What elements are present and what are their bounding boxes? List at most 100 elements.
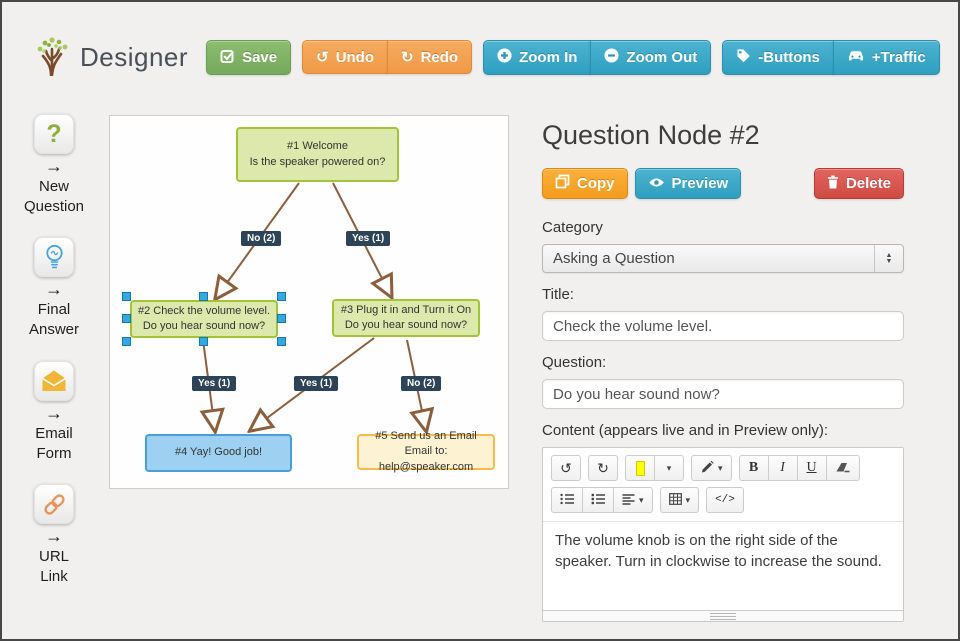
category-selected-value: Asking a Question xyxy=(553,250,675,267)
italic-button[interactable]: I xyxy=(767,455,798,481)
table-icon xyxy=(668,492,682,508)
email-icon[interactable] xyxy=(34,361,74,401)
format-pen-dropdown[interactable]: ▾ xyxy=(691,455,732,481)
zoom-out-icon xyxy=(604,47,619,67)
palette-label: Question xyxy=(23,198,85,215)
highlight-color-dropdown[interactable]: ▾ xyxy=(654,455,684,481)
flowchart-canvas[interactable]: #1 Welcome Is the speaker powered on? #2… xyxy=(109,115,509,489)
code-view-button[interactable]: </> xyxy=(706,487,744,513)
redo-icon: ↻ xyxy=(401,49,414,66)
preview-button[interactable]: Preview xyxy=(634,168,742,199)
palette-item-new-question[interactable]: ? → New Question xyxy=(2,114,106,217)
underline-button[interactable]: U xyxy=(796,455,827,481)
redo-icon: ↻ xyxy=(597,459,609,476)
numbered-list-icon xyxy=(591,492,605,508)
flow-node-4[interactable]: #4 Yay! Good job! xyxy=(145,434,292,472)
unordered-list-button[interactable] xyxy=(551,487,583,513)
zoom-out-button[interactable]: Zoom Out xyxy=(590,39,712,75)
undo-button[interactable]: ↺ Undo xyxy=(302,40,389,74)
arrow-right-icon: → xyxy=(45,526,63,546)
zoom-in-icon xyxy=(497,47,512,67)
editor-undo-button[interactable]: ↺ xyxy=(551,455,581,481)
category-select[interactable]: Asking a Question ▲ ▼ xyxy=(542,244,904,273)
save-check-icon xyxy=(220,48,235,67)
category-label: Category xyxy=(542,219,603,236)
copy-button[interactable]: Copy xyxy=(542,168,628,199)
edge-label-no-2[interactable]: No (2) xyxy=(401,376,442,391)
palette-label: Link xyxy=(40,568,68,585)
resize-handle[interactable] xyxy=(277,292,286,301)
caret-down-icon: ▾ xyxy=(718,462,723,473)
palette-label: URL xyxy=(38,548,69,565)
arrow-right-icon: → xyxy=(45,403,63,423)
node-title: #3 Plug it in and Turn it On xyxy=(340,303,472,316)
resize-handle[interactable] xyxy=(122,337,131,346)
question-input[interactable] xyxy=(542,379,904,409)
editor-toolbar: ↺ ↻ ▾ ▾ B xyxy=(543,448,903,522)
node-email: Email to: help@speaker.com xyxy=(378,445,474,473)
flow-node-5[interactable]: #5 Send us an Email Email to: help@speak… xyxy=(357,430,495,473)
resize-handle[interactable] xyxy=(277,337,286,346)
select-spinner-icon: ▲ ▼ xyxy=(874,245,903,272)
redo-button[interactable]: ↻ Redo xyxy=(387,40,473,74)
bulb-icon[interactable] xyxy=(34,237,74,277)
arrow-right-icon: → xyxy=(45,279,63,299)
highlight-color-button[interactable] xyxy=(625,455,655,481)
edge-label-no-2[interactable]: No (2) xyxy=(241,231,282,246)
question-label: Question: xyxy=(542,354,607,371)
resize-handle[interactable] xyxy=(122,292,131,301)
palette-item-email-form[interactable]: → Email Form xyxy=(2,361,106,464)
editor-resize-bar[interactable] xyxy=(543,610,903,621)
table-dropdown[interactable]: ▾ xyxy=(659,487,700,513)
edge-label-yes-1[interactable]: Yes (1) xyxy=(346,231,391,246)
palette-label: New xyxy=(38,178,69,195)
tree-logo-icon xyxy=(32,34,72,81)
flow-node-2-selected[interactable]: #2 Check the volume level. Do you hear s… xyxy=(122,292,286,346)
highlighter-icon xyxy=(635,460,645,476)
resize-handle[interactable] xyxy=(122,314,131,323)
editor-redo-button[interactable]: ↻ xyxy=(588,455,618,481)
flow-node-3[interactable]: #3 Plug it in and Turn it On Do you hear… xyxy=(332,299,480,337)
flow-node-1[interactable]: #1 Welcome Is the speaker powered on? xyxy=(236,127,399,182)
resize-handle[interactable] xyxy=(277,314,286,323)
caret-down-icon: ▾ xyxy=(639,494,644,505)
node-title: #4 Yay! Good job! xyxy=(174,446,263,459)
edge-label-yes-1[interactable]: Yes (1) xyxy=(294,376,339,391)
save-button[interactable]: Save xyxy=(206,39,292,75)
rich-text-editor: ↺ ↻ ▾ ▾ B xyxy=(542,447,904,622)
node-title: #5 Send us an Email xyxy=(375,429,477,442)
title-input[interactable] xyxy=(542,311,904,341)
question-icon[interactable]: ? xyxy=(34,114,74,154)
palette-item-final-answer[interactable]: → Final Answer xyxy=(2,237,106,340)
car-icon xyxy=(847,49,865,66)
zoom-in-button[interactable]: Zoom In xyxy=(483,39,592,75)
bold-button[interactable]: B xyxy=(738,455,769,481)
clear-format-button[interactable] xyxy=(825,455,860,481)
inspector-title: Question Node #2 xyxy=(542,120,760,150)
align-dropdown[interactable]: ▾ xyxy=(613,487,653,513)
node-inspector-panel: Question Node #2 Copy Preview Delete xyxy=(542,114,904,622)
node-question: Do you hear sound now? xyxy=(142,320,266,332)
buttons-traffic-group: -Buttons +Traffic xyxy=(722,39,940,75)
bullet-list-icon xyxy=(560,492,574,508)
ordered-list-button[interactable] xyxy=(582,487,614,513)
resize-grip-icon xyxy=(710,612,736,620)
node-question: Is the speaker powered on? xyxy=(249,155,386,168)
align-left-icon xyxy=(622,492,635,508)
toggle-traffic-button[interactable]: +Traffic xyxy=(832,39,940,75)
toggle-buttons-button[interactable]: -Buttons xyxy=(722,39,834,75)
edge-label-yes-1[interactable]: Yes (1) xyxy=(192,376,237,391)
node-question: Do you hear sound now? xyxy=(344,319,468,331)
resize-handle[interactable] xyxy=(199,337,208,346)
palette-label: Email xyxy=(35,425,73,442)
delete-button[interactable]: Delete xyxy=(813,168,904,199)
link-icon[interactable] xyxy=(34,484,74,524)
inspector-actions: Copy Preview Delete xyxy=(542,168,904,199)
palette-item-url-link[interactable]: → URL Link xyxy=(2,484,106,587)
resize-handle[interactable] xyxy=(199,292,208,301)
undo-icon: ↺ xyxy=(316,49,329,66)
palette-label: Answer xyxy=(28,321,80,338)
content-editable-area[interactable]: The volume knob is on the right side of … xyxy=(555,532,882,570)
node-title: #2 Check the volume level. xyxy=(137,304,271,317)
